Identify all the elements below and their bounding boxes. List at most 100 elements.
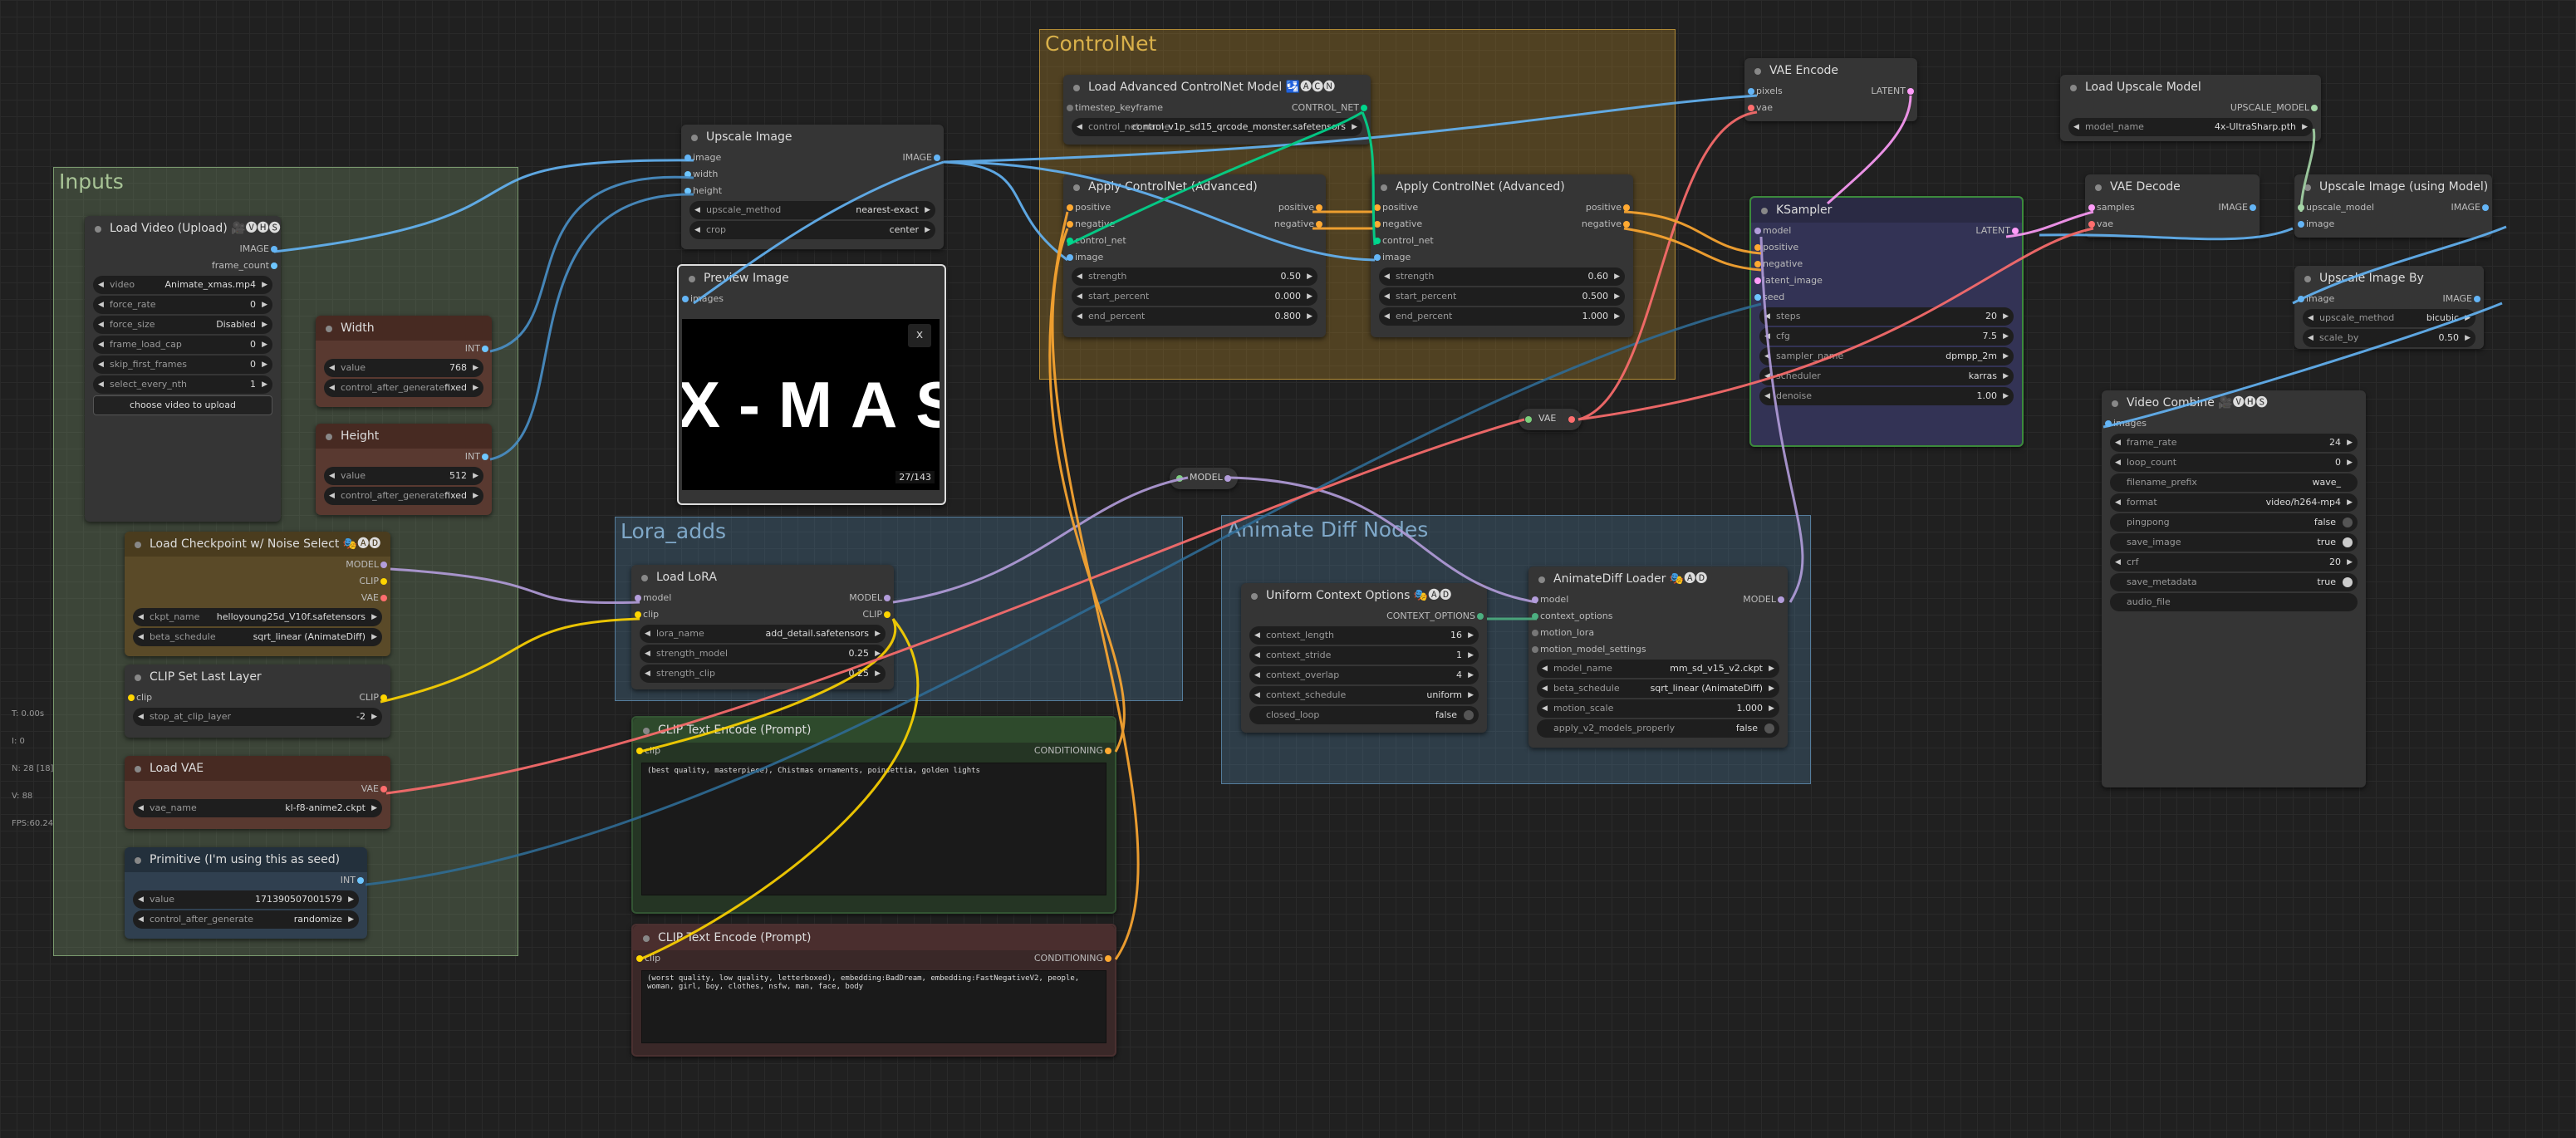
input-image[interactable]: image bbox=[1066, 249, 1103, 266]
input-negative[interactable]: negative bbox=[1066, 216, 1115, 233]
output-conditioning[interactable]: CONDITIONING bbox=[1034, 950, 1112, 967]
prompt-textarea[interactable]: (best quality, masterpiece), Chistmas or… bbox=[641, 763, 1106, 895]
input-clip[interactable]: clip bbox=[634, 606, 659, 623]
input-images[interactable]: images bbox=[2105, 415, 2147, 432]
collapse-dot[interactable] bbox=[2304, 276, 2311, 282]
output-image[interactable]: IMAGE bbox=[2218, 199, 2256, 216]
output-conditioning[interactable]: CONDITIONING bbox=[1034, 743, 1112, 759]
node-load-upscale-model[interactable]: Load Upscale Model UPSCALE_MODEL ◀model_… bbox=[2060, 75, 2321, 141]
collapse-dot[interactable] bbox=[2112, 400, 2118, 407]
input-positive[interactable]: positive bbox=[1066, 199, 1111, 216]
output-positive[interactable]: positive bbox=[1586, 199, 1631, 216]
collapse-dot[interactable] bbox=[1073, 85, 1080, 91]
collapse-dot[interactable] bbox=[1761, 208, 1768, 214]
collapse-dot[interactable] bbox=[641, 575, 648, 581]
node-load-advanced-controlnet[interactable]: Load Advanced ControlNet Model 🛂🅐🅒🅝 time… bbox=[1063, 75, 1371, 145]
input-vae[interactable]: vae bbox=[1747, 100, 1773, 116]
input-clip[interactable]: clip bbox=[127, 689, 152, 706]
output-int[interactable]: INT bbox=[465, 449, 489, 465]
collapse-dot[interactable] bbox=[135, 857, 141, 864]
output-model[interactable]: MODEL bbox=[346, 557, 387, 573]
input-context-options[interactable]: context_options bbox=[1531, 608, 1612, 625]
collapse-dot[interactable] bbox=[2095, 184, 2102, 191]
input-clip[interactable]: clip bbox=[635, 743, 660, 759]
input-images[interactable]: images bbox=[682, 291, 724, 307]
collapse-dot[interactable] bbox=[643, 728, 650, 734]
collapse-dot[interactable] bbox=[643, 935, 650, 942]
input-control-net[interactable]: control_net bbox=[1067, 233, 1126, 249]
input-vae[interactable]: vae bbox=[2088, 216, 2113, 233]
collapse-dot[interactable] bbox=[691, 135, 698, 141]
collapse-dot[interactable] bbox=[2070, 85, 2077, 91]
input-control-net[interactable]: control_net bbox=[1374, 233, 1434, 249]
node-load-video[interactable]: Load Video (Upload) 🎥🅥🅗🅢 IMAGE frame_cou… bbox=[85, 216, 281, 522]
output-latent[interactable]: LATENT bbox=[1975, 223, 2019, 239]
node-uniform-context-options[interactable]: Uniform Context Options 🎭🅐🅓 CONTEXT_OPTI… bbox=[1241, 583, 1487, 733]
collapse-dot[interactable] bbox=[2304, 184, 2311, 191]
preview-close-button[interactable]: x bbox=[908, 324, 931, 347]
output-clip[interactable]: CLIP bbox=[359, 573, 387, 590]
widget-stop-at-clip-layer[interactable]: ◀stop_at_clip_layer-2▶ bbox=[133, 708, 382, 726]
output-positive[interactable]: positive bbox=[1278, 199, 1323, 216]
input-negative[interactable]: negative bbox=[1754, 256, 1803, 272]
input-image[interactable]: image bbox=[2297, 291, 2334, 307]
collapse-dot[interactable] bbox=[326, 326, 332, 332]
output-control-net[interactable]: CONTROL_NET bbox=[1292, 100, 1368, 116]
input-samples[interactable]: samples bbox=[2088, 199, 2135, 216]
output-upscale-model[interactable]: UPSCALE_MODEL bbox=[2230, 100, 2318, 116]
output-image[interactable]: IMAGE bbox=[239, 241, 277, 258]
input-model[interactable]: model bbox=[1531, 591, 1568, 608]
input-timestep-keyframe[interactable]: timestep_keyframe bbox=[1066, 100, 1163, 116]
collapse-dot[interactable] bbox=[1073, 184, 1080, 191]
output-frame-count[interactable]: frame_count bbox=[212, 258, 278, 274]
input-width[interactable]: width bbox=[684, 166, 718, 183]
output-image[interactable]: IMAGE bbox=[2451, 199, 2489, 216]
output-image[interactable]: IMAGE bbox=[2442, 291, 2480, 307]
node-primitive-seed[interactable]: Primitive (I'm using this as seed) INT ◀… bbox=[125, 847, 367, 939]
collapse-dot[interactable] bbox=[135, 542, 141, 548]
input-image[interactable]: image bbox=[684, 150, 721, 166]
collapse-dot[interactable] bbox=[689, 276, 695, 282]
node-preview-image[interactable]: Preview Image images X-MAS x 27/143 bbox=[677, 264, 946, 505]
input-positive[interactable]: positive bbox=[1754, 239, 1798, 256]
collapse-dot[interactable] bbox=[326, 434, 332, 440]
